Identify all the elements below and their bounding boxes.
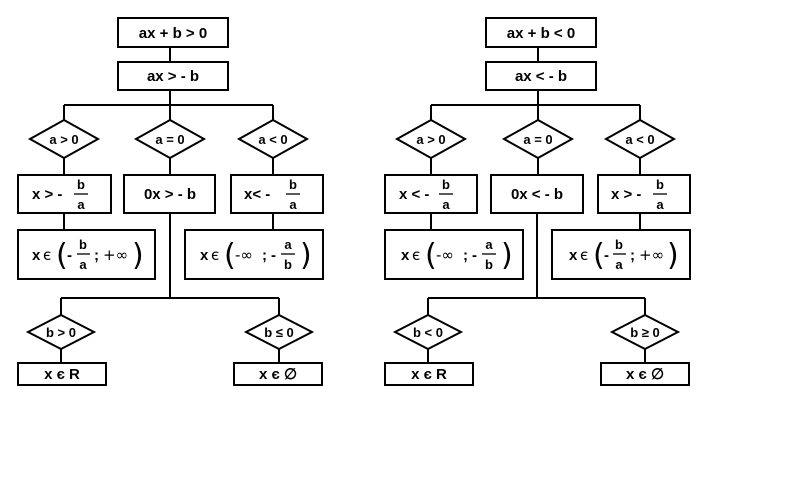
- left-int-neg-separator: ;: [262, 247, 267, 264]
- left-int-pos-infinity: +∞: [103, 246, 128, 264]
- right-int-pos-open-paren: (: [425, 238, 437, 273]
- right-int-neg-minus: -: [604, 247, 609, 264]
- left-int-neg-den: b: [284, 257, 292, 272]
- left-res-pos-den: a: [77, 197, 85, 212]
- left-cond-zero-diamond: [133, 118, 207, 160]
- right-sub-cond-2-diamond: [609, 313, 681, 351]
- left-int-pos-in-symbol: є: [43, 246, 51, 264]
- left-step-box: [117, 61, 229, 91]
- left-int-pos-open-paren: (: [56, 238, 68, 273]
- right-int-pos-infinity: -∞: [436, 246, 454, 264]
- left-res-neg-num: b: [289, 177, 297, 192]
- left-int-neg-box: [184, 229, 324, 280]
- left-res-pos-box: [17, 174, 112, 214]
- left-res-zero-box: [123, 174, 216, 214]
- right-int-neg-separator: ;: [630, 247, 635, 264]
- left-int-neg-minus: -: [271, 247, 276, 264]
- left-cond-pos-text: a > 0: [49, 132, 78, 147]
- right-res-zero-text: 0x < - b: [511, 186, 563, 203]
- right-cond-zero-diamond: [501, 118, 575, 160]
- right-sub-cond-1-diamond: [392, 313, 464, 351]
- right-res-zero-box: [490, 174, 584, 214]
- right-int-neg-x: x: [569, 247, 578, 264]
- left-int-pos-den: a: [79, 257, 87, 272]
- left-sub-cond-1-diamond: [25, 313, 97, 351]
- right-int-neg-den: a: [615, 257, 623, 272]
- left-res-neg-box: [230, 174, 324, 214]
- right-int-pos-num: a: [485, 237, 493, 252]
- right-int-neg-in-symbol: є: [580, 246, 588, 264]
- right-cond-neg-text: a < 0: [625, 132, 654, 147]
- left-step-text: ax > - b: [147, 68, 199, 85]
- right-res-pos-num: b: [442, 177, 450, 192]
- right-step-text: ax < - b: [515, 68, 567, 85]
- left-int-neg-in-symbol: є: [211, 246, 219, 264]
- right-int-neg-num: b: [615, 237, 623, 252]
- right-sub-res-1-text: x є R: [411, 366, 447, 383]
- left-cond-zero-text: a = 0: [155, 132, 184, 147]
- left-int-neg-open-paren: (: [224, 238, 236, 273]
- right-sub-cond-1-text: b < 0: [413, 325, 443, 340]
- right-start-box: [485, 17, 597, 48]
- left-sub-res-2-text: x є ∅: [259, 366, 297, 383]
- left-res-pos-prefix: x > -: [32, 186, 62, 203]
- left-sub-cond-2-text: b ≤ 0: [264, 325, 294, 340]
- right-int-pos-x: x: [401, 247, 410, 264]
- left-int-neg-x: x: [200, 247, 209, 264]
- right-res-neg-num: b: [656, 177, 664, 192]
- left-int-pos-minus: -: [67, 247, 72, 264]
- right-int-pos-box: [384, 229, 524, 280]
- right-int-pos-minus: -: [472, 247, 477, 264]
- left-int-neg-close-paren: ): [300, 238, 312, 273]
- right-int-neg-infinity: +∞: [639, 246, 664, 264]
- right-res-pos-prefix: x < -: [399, 186, 429, 203]
- right-sub-res-2-text: x є ∅: [626, 366, 664, 383]
- left-res-neg-prefix: x< -: [244, 186, 270, 203]
- left-start-text: ax + b > 0: [139, 25, 207, 42]
- right-int-neg-open-paren: (: [593, 238, 605, 273]
- right-res-neg-prefix: x > -: [611, 186, 641, 203]
- right-cond-neg-diamond: [603, 118, 677, 160]
- left-start-box: [117, 17, 229, 48]
- left-int-pos-num: b: [79, 237, 87, 252]
- left-cond-neg-diamond: [236, 118, 310, 160]
- left-sub-res-1-text: x є R: [44, 366, 80, 383]
- right-int-pos-den: b: [485, 257, 493, 272]
- right-int-pos-close-paren: ): [501, 238, 513, 273]
- right-res-neg-box: [597, 174, 691, 214]
- right-int-pos-separator: ;: [463, 247, 468, 264]
- left-sub-res-1-box: [17, 362, 107, 386]
- right-cond-pos-diamond: [394, 118, 468, 160]
- left-int-pos-separator: ;: [94, 247, 99, 264]
- right-res-neg-den: a: [656, 197, 664, 212]
- left-res-zero-text: 0x > - b: [144, 186, 196, 203]
- left-cond-pos-diamond: [27, 118, 101, 160]
- left-cond-neg-text: a < 0: [258, 132, 287, 147]
- right-cond-pos-text: a > 0: [416, 132, 445, 147]
- right-cond-zero-text: a = 0: [523, 132, 552, 147]
- left-flowchart: ax + b > 0 ax > - b a > 0 a = 0 a < 0 x …: [17, 17, 324, 386]
- left-int-pos-close-paren: ): [132, 238, 144, 273]
- left-sub-cond-1-text: b > 0: [46, 325, 76, 340]
- right-start-text: ax + b < 0: [507, 25, 575, 42]
- right-int-pos-in-symbol: є: [412, 246, 420, 264]
- left-res-pos-num: b: [77, 177, 85, 192]
- right-sub-res-1-box: [384, 362, 474, 386]
- left-res-neg-den: a: [289, 197, 297, 212]
- left-sub-cond-2-diamond: [243, 313, 315, 351]
- right-sub-cond-2-text: b ≥ 0: [630, 325, 660, 340]
- left-sub-res-2-box: [233, 362, 323, 386]
- left-int-neg-num: a: [284, 237, 292, 252]
- right-res-pos-box: [384, 174, 478, 214]
- right-res-pos-den: a: [442, 197, 450, 212]
- right-int-neg-close-paren: ): [667, 238, 679, 273]
- right-flowchart: ax + b < 0 ax < - b a > 0 a = 0 a < 0 x …: [384, 17, 691, 386]
- left-int-neg-infinity: -∞: [235, 246, 253, 264]
- right-sub-res-2-box: [600, 362, 690, 386]
- right-step-box: [485, 61, 597, 91]
- left-int-pos-x: x: [32, 247, 41, 264]
